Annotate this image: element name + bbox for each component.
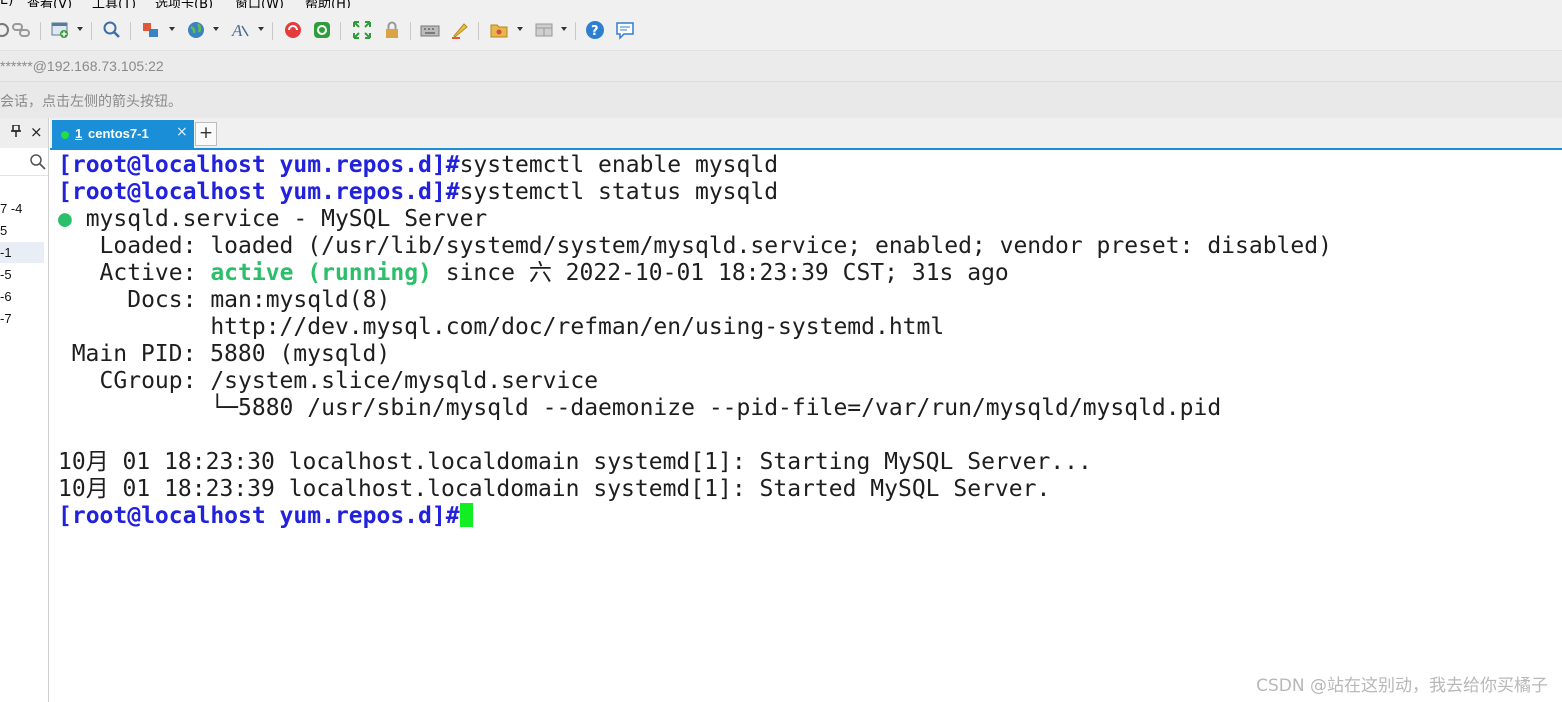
connection-status-dot <box>61 131 69 139</box>
layout-icon[interactable] <box>534 20 554 40</box>
output-text: since 六 2022-10-01 18:23:39 CST; 31s ago <box>431 260 1009 286</box>
tab-bar: 1 centos7-1 × + <box>50 118 1562 150</box>
lock-icon[interactable] <box>382 20 402 40</box>
hint-bar: 会话，点击左侧的箭头按钮。 <box>0 82 1562 118</box>
terminal-line: [root@localhost yum.repos.d]#systemctl s… <box>58 179 778 206</box>
svg-text:A: A <box>231 21 243 40</box>
svg-text:?: ? <box>591 24 599 39</box>
highlight-icon[interactable] <box>450 20 470 40</box>
tab-close-icon[interactable]: × <box>176 124 188 140</box>
terminal-line: Main PID: 5880 (mysqld) <box>52 341 391 367</box>
terminal-cursor <box>459 503 473 527</box>
new-session-icon[interactable] <box>50 20 70 40</box>
terminal-line: ● mysqld.service - MySQL Server <box>58 206 487 233</box>
globe-icon[interactable] <box>186 20 206 40</box>
link-icon[interactable] <box>11 20 31 40</box>
find-icon[interactable] <box>102 20 122 40</box>
properties-icon[interactable] <box>0 20 12 40</box>
watermark: CSDN @站在这别动，我去给你买橘子 <box>1256 676 1548 696</box>
terminal-line: [root@localhost yum.repos.d]#systemctl e… <box>58 152 778 179</box>
xftp-icon[interactable] <box>312 20 332 40</box>
session-item-selected[interactable]: -1 <box>0 242 44 263</box>
service-status-dot: ● <box>58 206 72 232</box>
command-text: systemctl enable mysqld <box>459 152 779 178</box>
add-tab-button[interactable]: + <box>195 122 217 146</box>
command-text: systemctl status mysqld <box>459 179 779 205</box>
output-text: Active: <box>58 260 211 286</box>
terminal-line: CGroup: /system.slice/mysqld.service <box>58 368 599 394</box>
chat-icon[interactable] <box>615 20 635 40</box>
help-icon[interactable]: ? <box>585 20 605 40</box>
session-item[interactable]: 5 <box>0 223 8 238</box>
terminal-line: 10月 01 18:23:30 localhost.localdomain sy… <box>58 449 1092 475</box>
keyboard-icon[interactable] <box>420 20 440 40</box>
active-status: active (running) <box>210 260 432 286</box>
close-panel-icon[interactable]: × <box>30 123 43 141</box>
session-address[interactable]: ******@192.168.73.105:22 <box>0 58 164 74</box>
session-search[interactable] <box>0 149 48 176</box>
terminal-line: Active: active (running) since 六 2022-10… <box>58 260 1009 287</box>
terminal-line: Docs: man:mysqld(8) <box>58 287 391 313</box>
menu-bar: E) 查看(V) 工具(T) 选项卡(B) 窗口(W) 帮助(H) <box>0 0 1562 12</box>
terminal-line: http://dev.mysql.com/doc/refman/en/using… <box>58 314 945 340</box>
terminal-line: Loaded: loaded (/usr/lib/systemd/system/… <box>58 233 1332 259</box>
shell-prompt: [root@localhost yum.repos.d]# <box>58 503 460 529</box>
session-item[interactable]: -7 <box>0 311 12 326</box>
session-item[interactable]: 7 -4 <box>0 201 23 216</box>
transfer-icon[interactable] <box>141 20 161 40</box>
toolbar: A ? <box>0 8 1562 51</box>
terminal-output[interactable]: [root@localhost yum.repos.d]#systemctl e… <box>52 150 1562 702</box>
pin-icon[interactable] <box>11 124 21 140</box>
font-icon[interactable]: A <box>230 20 250 40</box>
shell-prompt: [root@localhost yum.repos.d]# <box>58 179 460 205</box>
tab-label: centos7-1 <box>88 126 149 141</box>
search-icon[interactable] <box>29 153 47 171</box>
shell-prompt: [root@localhost yum.repos.d]# <box>58 152 460 178</box>
hint-text: 会话，点击左侧的箭头按钮。 <box>0 94 182 110</box>
session-item[interactable]: -5 <box>0 267 12 282</box>
folder-icon[interactable] <box>489 20 509 40</box>
session-panel-header: × <box>0 118 48 148</box>
session-panel: × 7 -4 5 -1 -5 -6 -7 <box>0 118 49 702</box>
session-item[interactable]: -6 <box>0 289 12 304</box>
tab-number: 1 <box>75 126 83 141</box>
menu-edit[interactable]: E) <box>0 0 14 8</box>
terminal-line: [root@localhost yum.repos.d]# <box>58 503 473 530</box>
address-bar[interactable]: ******@192.168.73.105:22 <box>0 51 1562 82</box>
terminal-line: 10月 01 18:23:39 localhost.localdomain sy… <box>58 476 1051 502</box>
xshell-icon[interactable] <box>283 20 303 40</box>
fullscreen-icon[interactable] <box>352 20 372 40</box>
output-text: mysqld.service - MySQL Server <box>71 206 488 232</box>
tab-centos7-1[interactable]: 1 centos7-1 × <box>52 120 194 148</box>
terminal-line: └─5880 /usr/sbin/mysqld --daemonize --pi… <box>58 395 1222 421</box>
